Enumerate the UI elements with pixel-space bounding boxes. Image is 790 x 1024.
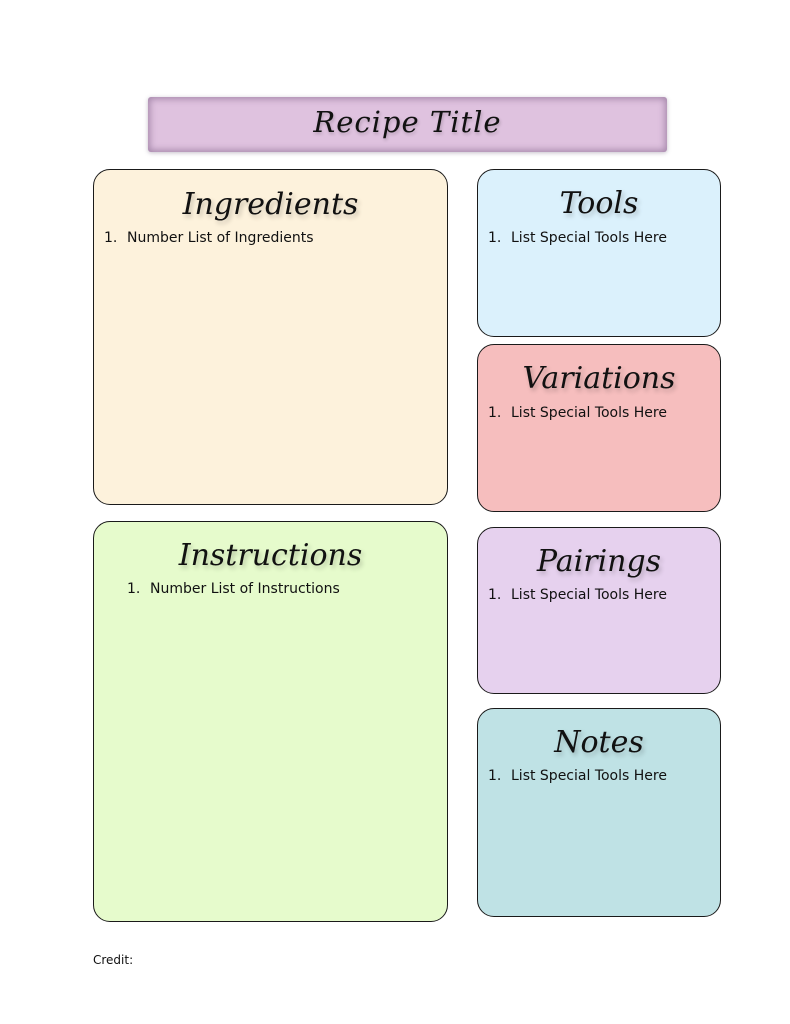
notes-heading: Notes	[554, 725, 644, 760]
notes-list-item[interactable]: 1. List Special Tools Here	[488, 767, 667, 785]
instructions-heading: Instructions	[178, 538, 363, 573]
pairings-list-item[interactable]: 1. List Special Tools Here	[488, 586, 667, 604]
variations-heading: Variations	[522, 361, 676, 396]
list-item-number: 1.	[104, 230, 118, 246]
instructions-box: Instructions 1. Number List of Instructio…	[93, 521, 448, 922]
list-item-text: List Special Tools Here	[511, 405, 667, 421]
recipe-title-banner: Recipe Title	[148, 97, 667, 152]
list-item-number: 1.	[488, 230, 502, 246]
recipe-title[interactable]: Recipe Title	[313, 104, 502, 139]
list-item-number: 1.	[127, 581, 141, 597]
list-item-number: 1.	[488, 405, 502, 421]
notes-box: Notes 1. List Special Tools Here	[477, 708, 721, 917]
variations-list-item[interactable]: 1. List Special Tools Here	[488, 404, 667, 422]
instructions-list-item[interactable]: 1. Number List of Instructions	[127, 580, 340, 598]
tools-box: Tools 1. List Special Tools Here	[477, 169, 721, 337]
tools-heading: Tools	[559, 186, 639, 221]
list-item-text: List Special Tools Here	[511, 587, 667, 603]
list-item-number: 1.	[488, 587, 502, 603]
ingredients-heading: Ingredients	[182, 187, 359, 222]
variations-box: Variations 1. List Special Tools Here	[477, 344, 721, 512]
credit-label[interactable]: Credit:	[93, 953, 134, 967]
list-item-text: Number List of Instructions	[150, 581, 340, 597]
pairings-box: Pairings 1. List Special Tools Here	[477, 527, 721, 694]
list-item-text: List Special Tools Here	[511, 768, 667, 784]
ingredients-list-item[interactable]: 1. Number List of Ingredients	[104, 229, 314, 247]
list-item-text: Number List of Ingredients	[127, 230, 314, 246]
tools-list-item[interactable]: 1. List Special Tools Here	[488, 229, 667, 247]
list-item-text: List Special Tools Here	[511, 230, 667, 246]
pairings-heading: Pairings	[536, 544, 662, 579]
list-item-number: 1.	[488, 768, 502, 784]
ingredients-box: Ingredients 1. Number List of Ingredients	[93, 169, 448, 505]
